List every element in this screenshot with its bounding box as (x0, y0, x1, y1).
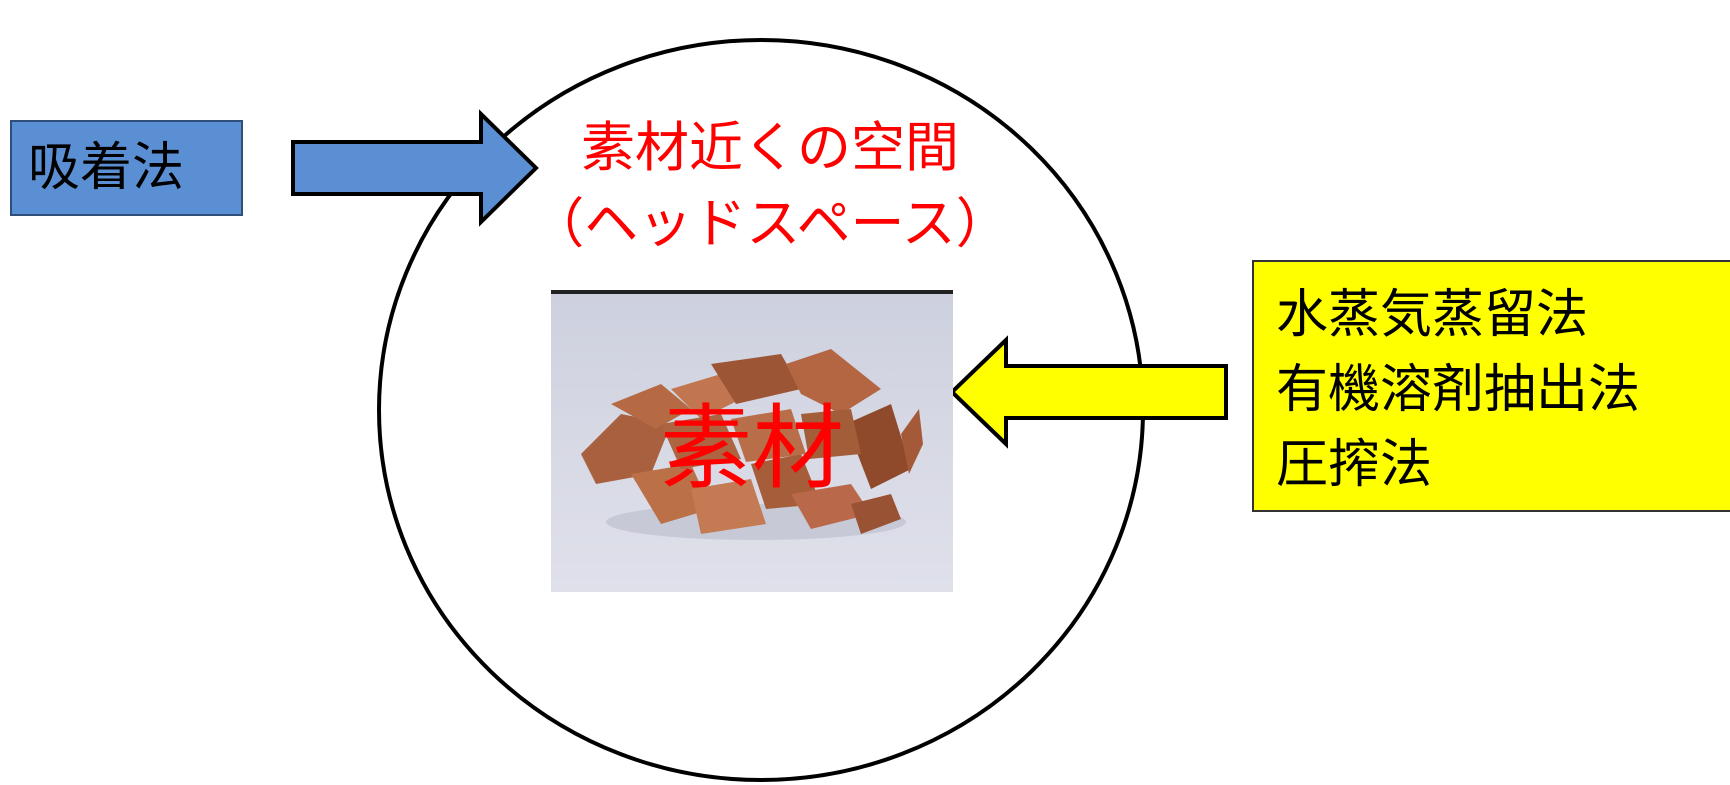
material-photo: 素材 (551, 290, 953, 592)
extraction-methods-box: 水蒸気蒸留法 有機溶剤抽出法 圧搾法 (1252, 260, 1730, 512)
headspace-title: 素材近くの空間 （ヘッドスペース） (490, 110, 1050, 262)
extraction-method-2: 有機溶剤抽出法 (1276, 360, 1641, 420)
extraction-arrow (949, 335, 1228, 449)
adsorption-method-label: 吸着法 (28, 138, 185, 198)
headspace-title-line-1: 素材近くの空間 (581, 116, 959, 179)
headspace-title-line-2: （ヘッドスペース） (530, 192, 1010, 255)
adsorption-arrow (291, 109, 539, 227)
extraction-method-1: 水蒸気蒸留法 (1276, 285, 1589, 345)
wood-chips-image (581, 349, 923, 540)
extraction-method-3: 圧搾法 (1276, 435, 1433, 495)
adsorption-method-box: 吸着法 (10, 120, 243, 216)
material-label: 素材 (659, 395, 844, 502)
